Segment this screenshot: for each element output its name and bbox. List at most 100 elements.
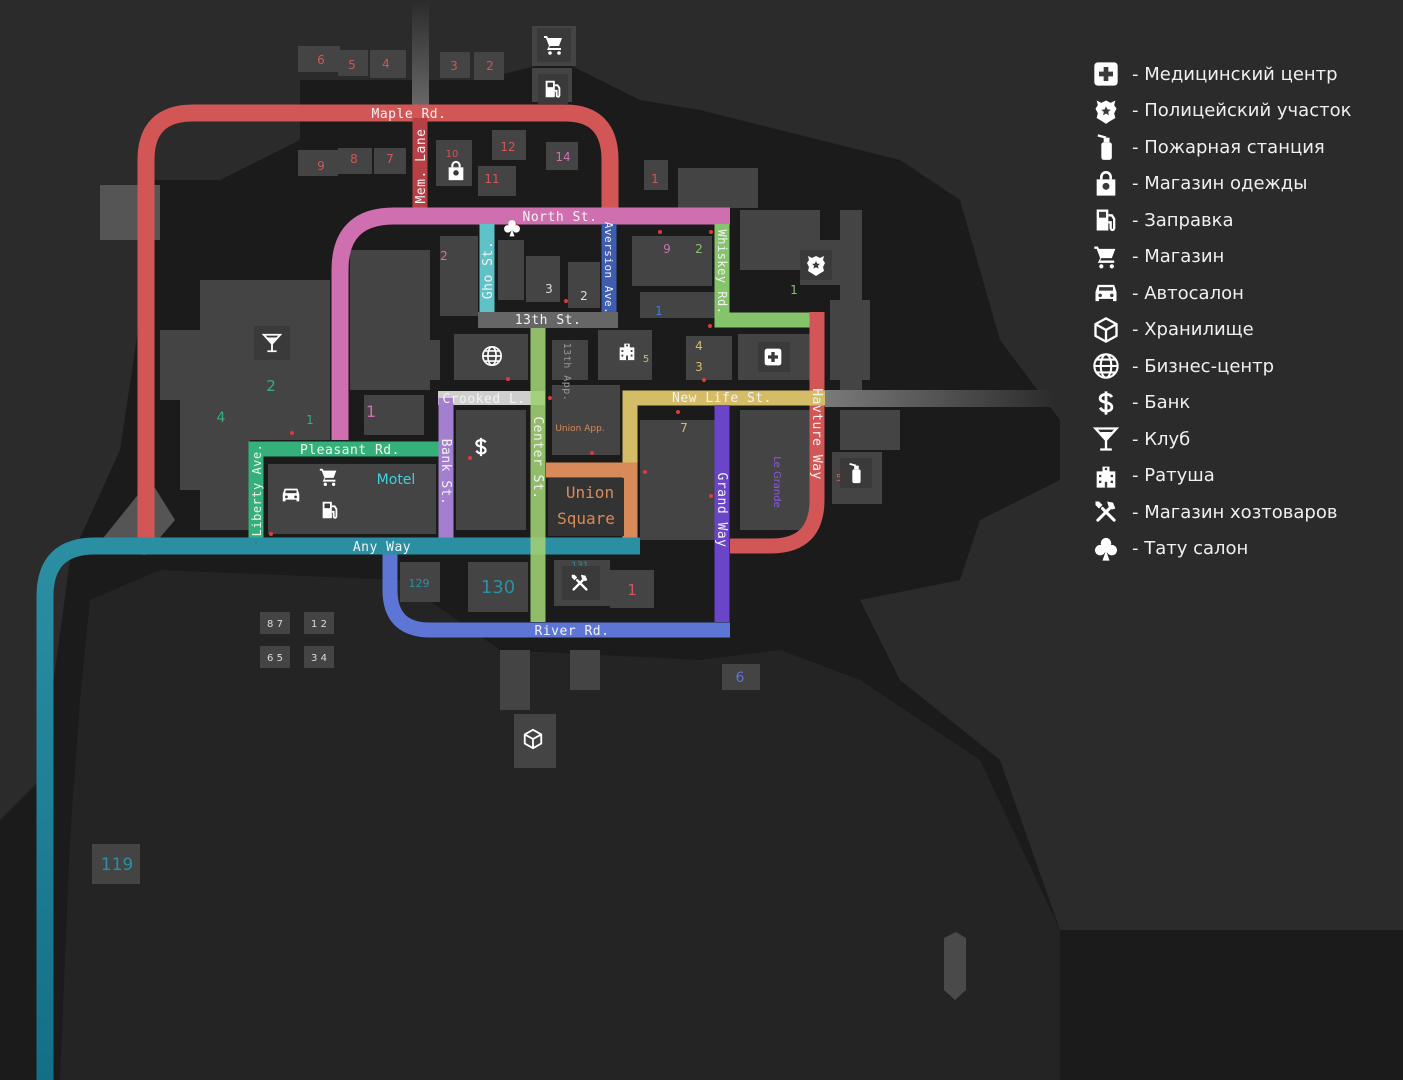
street-label-bank: Bank St.	[438, 439, 453, 506]
street-label-havture: Havture Way	[809, 388, 824, 480]
road-new-life	[622, 390, 825, 470]
house-number: 11	[484, 172, 499, 186]
house-number: 10	[446, 149, 459, 160]
road-any-way	[36, 537, 640, 1080]
street-label-maple: Maple Rd.	[372, 107, 447, 122]
house-number: 1	[651, 172, 659, 186]
house-number: 2	[580, 289, 588, 303]
motel-block	[358, 466, 434, 492]
gray-road-north	[412, 0, 429, 110]
legend-item: - Автосалон	[1090, 275, 1390, 312]
house-number: 129	[409, 577, 430, 590]
city-hall-icon	[1096, 466, 1116, 488]
house-number: 7	[386, 152, 394, 166]
hardware-tools-icon	[1093, 500, 1117, 522]
legend-item: - Клуб	[1090, 421, 1390, 458]
street-label-aversion: Aversion Ave.	[602, 222, 615, 315]
legend-item: - Банк	[1090, 385, 1390, 422]
union-square-label-1: Union	[566, 483, 614, 502]
street-label-13th: 13th St.	[515, 313, 582, 328]
medical-icon	[1094, 62, 1118, 86]
house-number: 1	[366, 402, 376, 421]
house-number: 3	[545, 282, 553, 296]
house-number: 6 5	[267, 653, 283, 664]
legend: - Медицинский центр - Полицейский участо…	[1090, 56, 1390, 567]
house-number: 9	[663, 242, 671, 256]
house-number: 9	[317, 159, 325, 173]
house-number: 1 2	[311, 619, 327, 630]
street-label-gho: Gho St.	[481, 241, 496, 299]
fire-station-icon	[1096, 134, 1114, 162]
legend-label: - Тату салон	[1132, 538, 1249, 560]
legend-label: - Полицейский участок	[1132, 100, 1352, 122]
street-label-liberty: Liberty Ave.	[250, 444, 264, 537]
gas-station-icon	[1095, 208, 1116, 232]
legend-label: - Автосалон	[1132, 282, 1244, 304]
house-number: 2	[440, 249, 448, 263]
house-number: 2	[695, 242, 703, 256]
house-number: 5	[348, 58, 356, 72]
legend-label: - Пожарная станция	[1132, 136, 1325, 158]
house-number: 4	[382, 57, 390, 71]
legend-item: - Магазин одежды	[1090, 166, 1390, 203]
legend-item: - Тату салон	[1090, 531, 1390, 568]
legend-label: - Магазин хозтоваров	[1132, 501, 1338, 523]
legend-item: - Хранилище	[1090, 312, 1390, 349]
roads	[36, 104, 825, 1080]
house-number: 1	[790, 283, 798, 297]
house-number: 3	[450, 59, 458, 73]
house-number: 1	[627, 581, 637, 599]
house-number: 14	[555, 150, 570, 164]
house-number: 8 7	[267, 619, 283, 630]
house-number: 130	[481, 577, 515, 598]
street-label-center: Center St.	[530, 416, 545, 499]
pier	[944, 932, 966, 1000]
legend-item: - Полицейский участок	[1090, 93, 1390, 130]
motel-label: Motel	[377, 472, 416, 488]
union-square-block	[548, 478, 624, 536]
police-icon	[1095, 100, 1117, 124]
car-dealer-icon	[282, 488, 300, 502]
house-number: 12	[500, 140, 515, 154]
storage-box-icon	[1094, 316, 1118, 343]
street-label-crooked: Crooked L.	[442, 392, 525, 407]
clothing-store-icon	[1095, 170, 1117, 197]
gray-road-sw	[95, 480, 175, 555]
road-havture	[730, 312, 825, 554]
business-globe-icon	[1093, 353, 1119, 379]
legend-label: - Медицинский центр	[1132, 63, 1338, 85]
house-number: 5	[643, 354, 649, 365]
legend-item: - Пожарная станция	[1090, 129, 1390, 166]
house-number: 2	[266, 377, 276, 395]
legend-label: - Магазин одежды	[1132, 173, 1308, 195]
house-number: 3 4	[311, 653, 327, 664]
legend-label: - Бизнес-центр	[1132, 355, 1275, 377]
legend-item: - Заправка	[1090, 202, 1390, 239]
road-maple	[137, 104, 619, 540]
legend-label: - Банк	[1132, 392, 1191, 414]
legend-label: - Ратуша	[1132, 465, 1215, 487]
road-river	[382, 548, 730, 638]
house-number: 7	[680, 421, 688, 435]
street-label-mem-lane: Mem. Lane	[414, 129, 429, 204]
road-pleasant	[248, 441, 446, 540]
club-cocktail-icon	[1094, 427, 1118, 451]
house-number: 6	[736, 670, 745, 686]
house-number: 119	[101, 855, 133, 875]
house-number: 1	[655, 304, 663, 318]
legend-item: - Ратуша	[1090, 458, 1390, 495]
street-label-any-way: Any Way	[353, 540, 411, 555]
gray-road-east	[825, 390, 1055, 407]
entrance-dots	[269, 222, 713, 536]
house-number: 3	[695, 360, 703, 374]
bank-dollar-icon	[1098, 389, 1114, 416]
legend-item: - Медицинский центр	[1090, 56, 1390, 93]
le-grande-label: Le Grande	[771, 456, 782, 508]
house-number: 2	[486, 59, 494, 73]
house-number: 8	[350, 152, 358, 166]
road-union-square	[546, 462, 638, 540]
car-dealer-icon	[1095, 285, 1117, 302]
legend-item: - Магазин	[1090, 239, 1390, 276]
house-number: 4	[217, 410, 226, 426]
